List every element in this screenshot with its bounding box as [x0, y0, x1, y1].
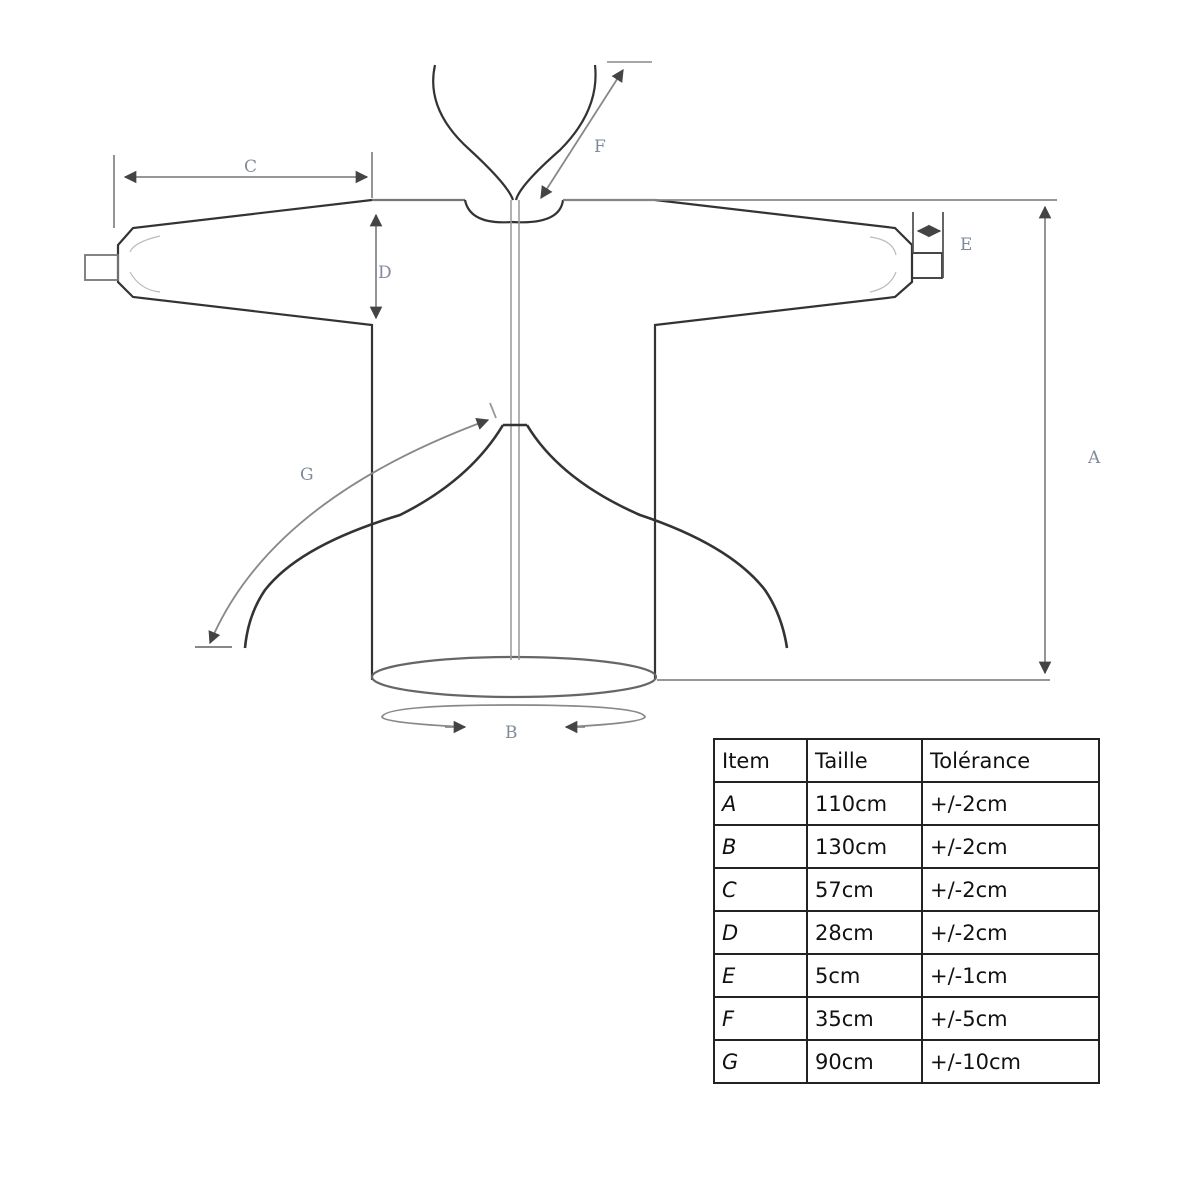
- table-row: G 90cm +/-10cm: [713, 1039, 1100, 1084]
- table-row: E 5cm +/-1cm: [713, 953, 1100, 998]
- table-row: D 28cm +/-2cm: [713, 910, 1100, 955]
- cell-tolerance: +/-2cm: [921, 824, 1100, 869]
- cuff-fold-lines: [129, 235, 897, 293]
- cell-item: A: [713, 781, 808, 826]
- label-g: G: [300, 465, 314, 485]
- gown-outline: [84, 198, 943, 699]
- cell-tolerance: +/-1cm: [921, 953, 1100, 998]
- cell-tolerance: +/-2cm: [921, 910, 1100, 955]
- label-b: B: [505, 723, 518, 743]
- label-c: C: [244, 157, 257, 177]
- header-size: Taille: [806, 738, 923, 783]
- waist-ties: [243, 423, 789, 649]
- cell-size: 57cm: [806, 867, 923, 912]
- label-e: E: [960, 235, 972, 255]
- table-header-row: Item Taille Tolérance: [713, 738, 1100, 783]
- cell-size: 90cm: [806, 1039, 923, 1084]
- cell-tolerance: +/-5cm: [921, 996, 1100, 1041]
- cell-item: C: [713, 867, 808, 912]
- table-row: A 110cm +/-2cm: [713, 781, 1100, 826]
- dimension-labels: A B C D E F G: [244, 137, 1101, 743]
- size-tolerance-table: Item Taille Tolérance A 110cm +/-2cm B 1…: [713, 738, 1100, 1084]
- header-item: Item: [713, 738, 808, 783]
- cell-tolerance: +/-2cm: [921, 781, 1100, 826]
- cell-size: 28cm: [806, 910, 923, 955]
- neck-ties: [432, 64, 597, 201]
- table-row: B 130cm +/-2cm: [713, 824, 1100, 869]
- header-tolerance: Tolérance: [921, 738, 1100, 783]
- label-a: A: [1087, 448, 1101, 468]
- cell-item: G: [713, 1039, 808, 1084]
- cell-size: 5cm: [806, 953, 923, 998]
- label-d: D: [378, 263, 392, 283]
- table-row: F 35cm +/-5cm: [713, 996, 1100, 1041]
- label-f: F: [594, 137, 606, 157]
- cell-item: E: [713, 953, 808, 998]
- cell-item: F: [713, 996, 808, 1041]
- cell-item: D: [713, 910, 808, 955]
- cell-tolerance: +/-2cm: [921, 867, 1100, 912]
- cell-item: B: [713, 824, 808, 869]
- dimension-lines: [113, 61, 1057, 734]
- cell-size: 130cm: [806, 824, 923, 869]
- cell-tolerance: +/-10cm: [921, 1039, 1100, 1084]
- table-row: C 57cm +/-2cm: [713, 867, 1100, 912]
- cell-size: 110cm: [806, 781, 923, 826]
- cell-size: 35cm: [806, 996, 923, 1041]
